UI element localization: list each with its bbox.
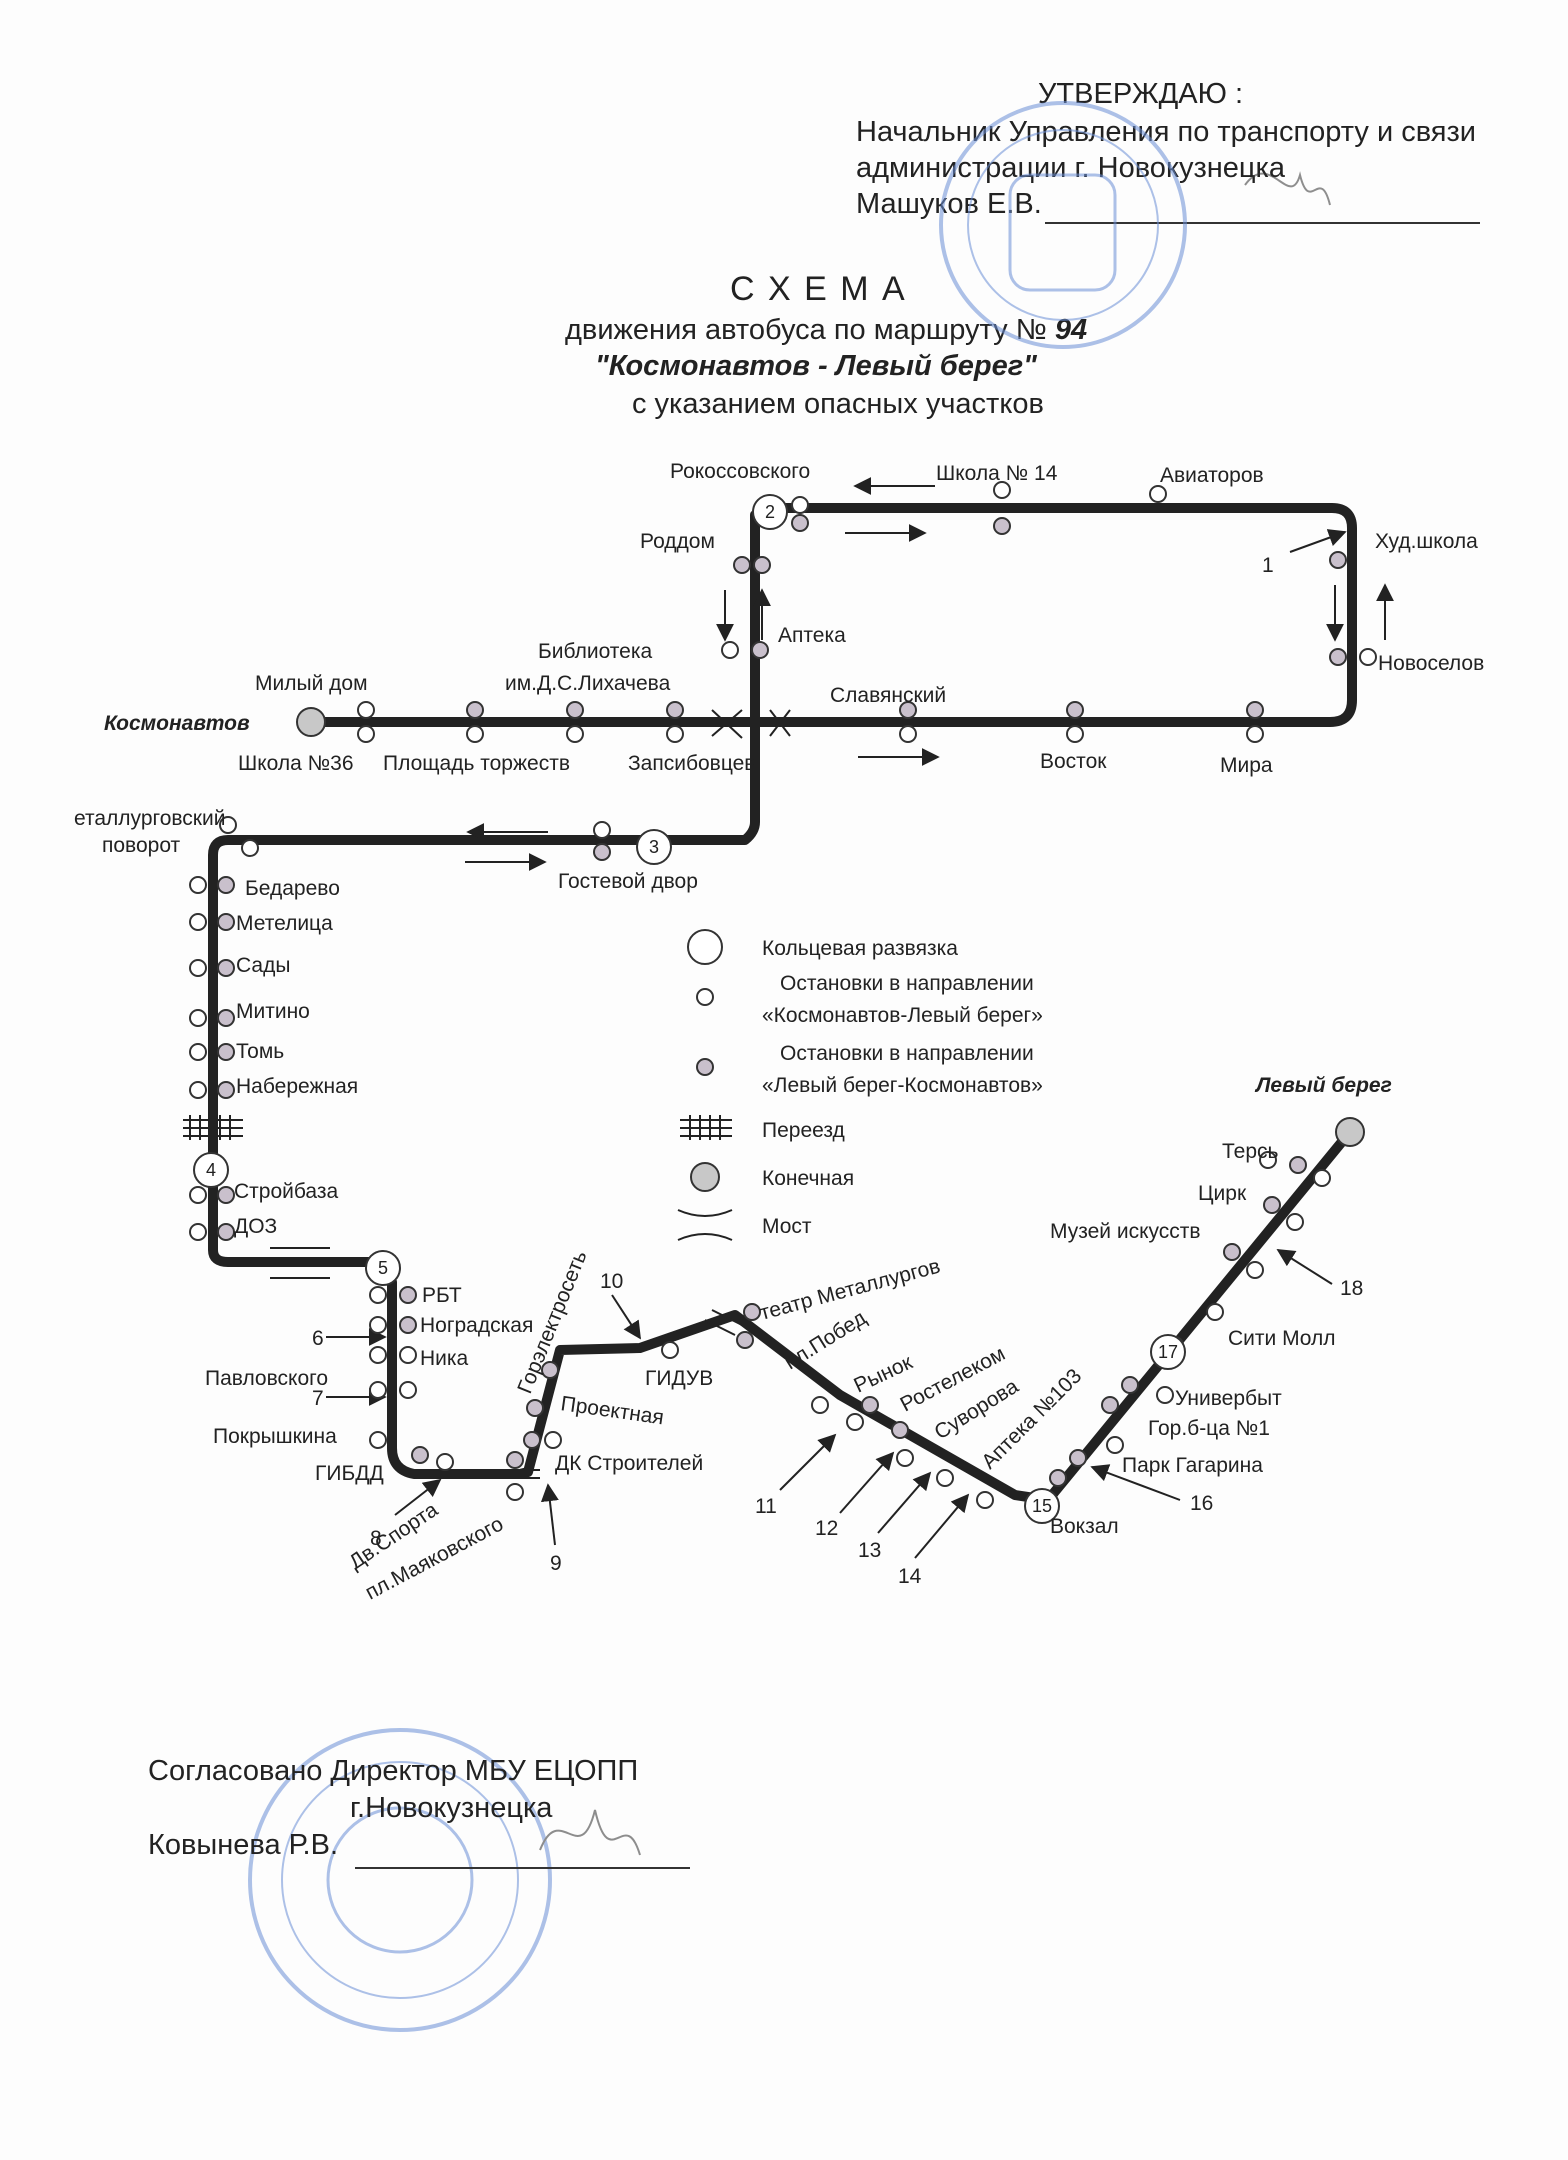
- stop-rokossovskogo: Рокоссовского: [670, 460, 810, 483]
- hazard-16: 16: [1190, 1492, 1213, 1515]
- stop-slavyanskiy: Славянский: [830, 684, 946, 707]
- scheme-title: С Х Е М А: [730, 270, 907, 308]
- stamp-bottom: [248, 1728, 641, 2032]
- legend: Кольцевая развязка Остановки в направлен…: [677, 929, 1043, 1241]
- stop-novoselov: Новоселов: [1378, 652, 1484, 675]
- legend-dir1-b: «Космонавтов-Левый берег»: [762, 1004, 1043, 1027]
- agreement-line3: Ковынева Р.В.: [148, 1829, 339, 1861]
- railway-crossing-2: [704, 1309, 743, 1336]
- stop-sady: Сады: [236, 954, 290, 977]
- stop-mira: Мира: [1220, 754, 1273, 777]
- stop-metelitsa: Метелица: [236, 912, 333, 935]
- stamp-top: [939, 101, 1331, 349]
- hazard-11: 11: [755, 1495, 777, 1518]
- stop-roddom: Роддом: [640, 530, 715, 553]
- terminal-start-label: Космонавтов: [104, 712, 250, 735]
- hazard-1: 1: [1262, 554, 1274, 577]
- stop-muzey: Музей искусств: [1050, 1220, 1201, 1243]
- stop-nogradskaya: Ноградская: [420, 1314, 533, 1337]
- stop-mitino: Митино: [236, 1000, 310, 1023]
- stop-pavlovskogo: Павловского: [205, 1367, 328, 1390]
- stop-biblioteka-2: им.Д.С.Лихачева: [505, 672, 671, 695]
- railway-crossing-3: [510, 1469, 540, 1479]
- scheme-subtitle-2: с указанием опасных участков: [632, 388, 1044, 420]
- stop-gibdd: ГИБДД: [315, 1462, 384, 1485]
- hazard-6: 6: [312, 1327, 324, 1350]
- stop-pl-mayakovskogo: пл.Маяковского: [362, 1512, 508, 1604]
- hazard-7: 7: [312, 1387, 324, 1410]
- stop-zapsibovtsev: Запсибовцев: [628, 752, 755, 775]
- stop-vostok: Восток: [1040, 750, 1107, 773]
- stop-stroybaza: Стройбаза: [234, 1180, 338, 1203]
- stop-biblioteka-1: Библиотека: [538, 640, 653, 663]
- stop-doz: ДОЗ: [234, 1215, 277, 1238]
- route-name: "Космонавтов - Левый берег": [595, 350, 1037, 382]
- stop-shkola14: Школа № 14: [936, 462, 1058, 485]
- stop-povorot: поворот: [102, 834, 181, 857]
- stop-vokzal: Вокзал: [1050, 1515, 1119, 1538]
- stop-hud-shkola: Худ.школа: [1375, 530, 1478, 553]
- terminal-start: [296, 707, 326, 737]
- stop-ploshchad-torzhestv: Площадь торжеств: [383, 752, 570, 775]
- junction-5: 5: [378, 1258, 388, 1278]
- approval-signature-line: [1045, 222, 1480, 224]
- stop-aviatorov: Авиаторов: [1160, 464, 1264, 487]
- terminal-end: [1335, 1117, 1365, 1147]
- railway-crossing-1: [183, 1115, 243, 1140]
- stop-giduv: ГИДУВ: [645, 1367, 713, 1390]
- hazard-13: 13: [858, 1539, 881, 1562]
- legend-dir2-b: «Левый берег-Космонавтов»: [762, 1074, 1043, 1097]
- legend-terminal: Конечная: [762, 1167, 854, 1190]
- agreement-line2: г.Новокузнецка: [350, 1792, 553, 1824]
- stop-pokryshkina: Покрышкина: [213, 1425, 337, 1448]
- stop-tom: Томь: [236, 1040, 284, 1063]
- stop-park-gagarina: Парк Гагарина: [1122, 1454, 1263, 1477]
- junction-4: 4: [206, 1160, 216, 1180]
- junctions: [193, 494, 1186, 1524]
- stop-milyi-dom: Милый дом: [255, 672, 368, 695]
- stop-gor-b-tsa: Гор.б-ца №1: [1148, 1417, 1270, 1440]
- junction-3: 3: [649, 837, 659, 857]
- agreement-line1: Согласовано Директор МБУ ЕЦОПП: [148, 1755, 639, 1787]
- approval-org: администрации г. Новокузнецка: [856, 152, 1285, 184]
- stop-nika: Ника: [420, 1347, 469, 1370]
- hazard-18: 18: [1340, 1277, 1363, 1300]
- hazard-8: 8: [370, 1527, 382, 1550]
- legend-dir2-a: Остановки в направлении: [780, 1042, 1034, 1065]
- stop-siti-moll: Сити Молл: [1228, 1327, 1336, 1350]
- legend-bridge: Мост: [762, 1215, 812, 1238]
- stop-gostevoy-dvor: Гостевой двор: [558, 870, 698, 893]
- junction-17: 17: [1158, 1342, 1178, 1362]
- approval-position: Начальник Управления по транспорту и свя…: [856, 116, 1476, 148]
- junction-2: 2: [765, 502, 775, 522]
- stop-univerbyt: Универбыт: [1175, 1387, 1282, 1410]
- stop-apteka: Аптека: [778, 624, 846, 647]
- scheme-subtitle: движения автобуса по маршруту № 94: [565, 314, 1088, 346]
- legend-dir1-a: Остановки в направлении: [780, 972, 1034, 995]
- stop-proektnaya: Проектная: [559, 1392, 665, 1429]
- stop-dk-stroiteley: ДК Строителей: [555, 1452, 703, 1475]
- stop-tsirk: Цирк: [1198, 1182, 1247, 1205]
- legend-crossing: Переезд: [762, 1119, 845, 1142]
- stop-shkola36: Школа №36: [238, 752, 354, 775]
- stop-naberezhnaya: Набережная: [236, 1075, 358, 1098]
- agreement-signature-line: [355, 1867, 690, 1869]
- stop-rbt: РБТ: [422, 1284, 462, 1307]
- stop-metallurgovskiy: еталлурговский: [74, 807, 225, 830]
- route-line: [208, 503, 1357, 1505]
- terminal-end-label: Левый берег: [1254, 1074, 1392, 1097]
- hazard-12: 12: [815, 1517, 838, 1540]
- stop-bedarevo: Бедарево: [245, 877, 340, 900]
- junction-15: 15: [1032, 1496, 1052, 1516]
- hazard-14: 14: [898, 1565, 922, 1588]
- legend-roundabout: Кольцевая развязка: [762, 937, 958, 960]
- hazard-10: 10: [600, 1270, 623, 1293]
- stop-ters: Терсь: [1222, 1140, 1279, 1163]
- hazard-9: 9: [550, 1552, 562, 1575]
